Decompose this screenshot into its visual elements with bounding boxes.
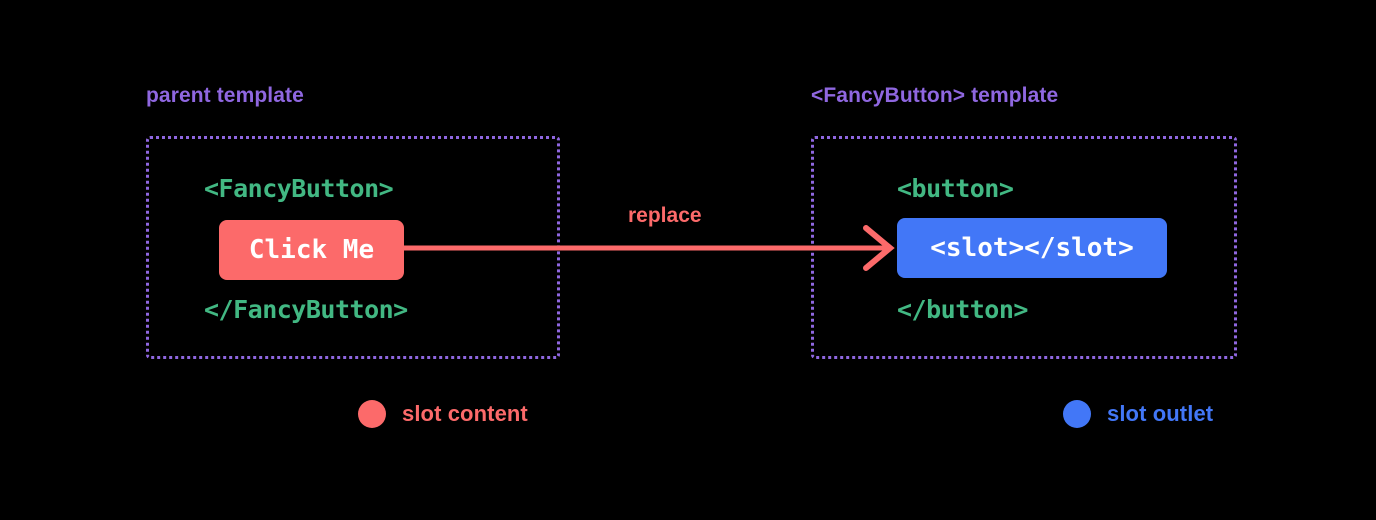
fancybutton-template-label: <FancyButton> template xyxy=(811,84,1059,107)
legend-label-slot-outlet: slot outlet xyxy=(1107,401,1214,426)
replace-label: replace xyxy=(628,204,702,227)
legend-label-slot-content: slot content xyxy=(402,401,528,426)
parent-template-label: parent template xyxy=(146,84,304,107)
parent-open-tag: <FancyButton> xyxy=(204,174,394,203)
slot-outlet-chip[interactable]: <slot></slot> xyxy=(897,218,1167,278)
slot-outlet-dot-icon xyxy=(1063,400,1091,428)
fancybutton-close-tag: </button> xyxy=(897,295,1028,324)
legend-item-slot-content: slot content xyxy=(358,400,528,428)
slot-content-chip[interactable]: Click Me xyxy=(219,220,404,280)
parent-close-tag: </FancyButton> xyxy=(204,295,408,324)
legend-item-slot-outlet: slot outlet xyxy=(1063,400,1213,428)
fancybutton-open-tag: <button> xyxy=(897,174,1014,203)
slot-content-dot-icon xyxy=(358,400,386,428)
